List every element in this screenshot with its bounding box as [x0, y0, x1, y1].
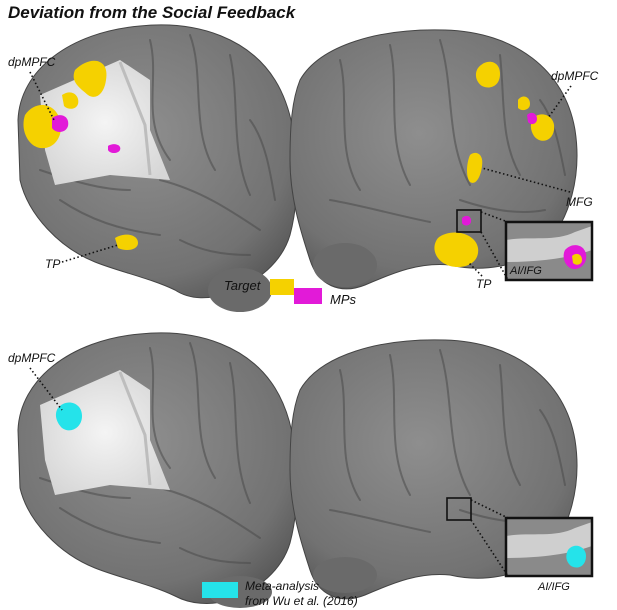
- inset-bottom-right: [504, 516, 594, 578]
- leader-line: [467, 261, 483, 277]
- roi-box: [446, 497, 472, 521]
- activation-mps: [527, 112, 537, 125]
- cerebellum: [208, 268, 272, 312]
- activation-target: [62, 92, 79, 109]
- legend-top: Target MPs: [224, 278, 357, 307]
- inset-frame: [504, 220, 594, 282]
- figure-title: Deviation from the Social Feedback: [8, 3, 297, 22]
- roi-box: [456, 209, 482, 233]
- cerebellum: [313, 557, 377, 593]
- label-dpmpfc: dpMPFC: [551, 69, 599, 83]
- label-ai-ifg: AI/IFG: [537, 581, 570, 593]
- label-tp: TP: [45, 257, 60, 271]
- activation-meta: [566, 545, 586, 568]
- cut-surface: [40, 60, 170, 185]
- leader-line: [470, 499, 509, 519]
- inset-top-right: [504, 220, 594, 282]
- legend-meta-swatch: [202, 582, 238, 598]
- leader-line: [480, 211, 509, 223]
- label-tp: TP: [476, 277, 491, 291]
- label-mfg: MFG: [566, 195, 593, 209]
- activation-target: [434, 232, 479, 268]
- legend-meta-line1: Meta-analysis: [245, 579, 319, 593]
- legend-meta-line2: from Wu et al. (2016): [245, 594, 358, 608]
- activation-mps: [462, 215, 472, 226]
- label-dpmpfc: dpMPFC: [8, 55, 56, 69]
- activation-target: [475, 61, 500, 88]
- legend-mps-label: MPs: [330, 292, 357, 307]
- brain-top-left: [17, 24, 298, 312]
- activation-target: [73, 60, 107, 97]
- legend-target-swatch: [270, 279, 294, 295]
- activation-target: [518, 96, 530, 111]
- activation-target: [572, 253, 582, 265]
- inset-frame: [504, 516, 594, 578]
- activation-target: [530, 114, 555, 141]
- cerebellum: [313, 243, 377, 287]
- activation-target: [115, 234, 138, 251]
- legend-mps-swatch: [294, 288, 322, 304]
- brain-bottom-left: [17, 332, 298, 608]
- leader-line: [480, 231, 509, 281]
- leader-line: [29, 71, 56, 123]
- leader-line: [481, 167, 571, 193]
- cut-surface: [40, 370, 170, 495]
- label-dpmpfc: dpMPFC: [8, 351, 56, 365]
- leader-line: [61, 244, 119, 263]
- activation-mps: [108, 144, 121, 153]
- leader-line: [29, 367, 63, 411]
- legend-bottom: Meta-analysis from Wu et al. (2016): [202, 579, 358, 608]
- leader-line: [547, 85, 572, 119]
- activation-target: [467, 152, 483, 183]
- legend-target-label: Target: [224, 278, 262, 293]
- label-ai-ifg: AI/IFG: [509, 265, 542, 277]
- activation-mps: [52, 115, 69, 132]
